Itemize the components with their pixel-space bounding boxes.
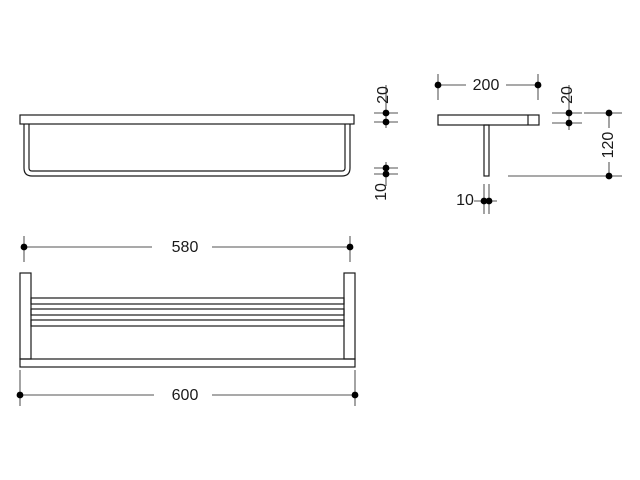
plan-view-rail-1 xyxy=(30,297,345,305)
plan-view-rail-3 xyxy=(30,319,345,327)
dimension-point xyxy=(565,109,573,117)
side-top-label: 20 xyxy=(559,86,576,104)
side-view-shelf-plate xyxy=(437,114,540,126)
plan-outer-width-label: 600 xyxy=(172,387,199,404)
dimension-point xyxy=(346,243,354,251)
front-view-rail-outer xyxy=(23,124,351,177)
side-top-dimension: 20 xyxy=(552,85,582,130)
plan-inner-width-label: 580 xyxy=(172,239,199,256)
plan-view-base-plate xyxy=(19,358,356,368)
dimension-point xyxy=(485,197,493,205)
dimension-point xyxy=(434,81,442,89)
front-view xyxy=(19,114,355,177)
dimension-point xyxy=(605,109,613,117)
plan-view-left-bracket xyxy=(19,272,32,360)
plan-view-rail-2 xyxy=(30,308,345,316)
front-view-rail-inner xyxy=(28,124,346,172)
front-height-dimensions: 20 10 xyxy=(373,85,398,201)
side-depth-dimension: 200 xyxy=(434,74,542,100)
side-depth-label: 200 xyxy=(473,77,500,94)
side-height-dimension: 120 xyxy=(508,109,622,180)
dimension-point xyxy=(534,81,542,89)
dimension-point xyxy=(382,109,390,117)
plan-view-right-bracket xyxy=(343,272,356,360)
dimension-point xyxy=(382,118,390,126)
dimension-point xyxy=(565,119,573,127)
dimension-point xyxy=(605,172,613,180)
side-height-label: 120 xyxy=(600,132,617,159)
dimension-point xyxy=(351,391,359,399)
plan-view xyxy=(19,272,356,368)
front-height-top-label: 20 xyxy=(375,86,392,104)
plan-outer-width-dimension: 600 xyxy=(16,370,359,406)
side-view-wall-bracket xyxy=(483,124,490,177)
front-view-shelf-plate xyxy=(19,114,355,125)
dimension-point xyxy=(382,170,390,178)
side-thickness-label: 10 xyxy=(456,192,474,209)
dimension-point xyxy=(20,243,28,251)
dimension-point xyxy=(16,391,24,399)
side-view xyxy=(437,114,540,177)
plan-inner-width-dimension: 580 xyxy=(20,236,354,262)
front-height-bottom-label: 10 xyxy=(373,183,390,201)
side-thickness-dimension: 10 xyxy=(456,184,497,214)
dimension-point xyxy=(480,197,488,205)
dimension-point xyxy=(382,164,390,172)
